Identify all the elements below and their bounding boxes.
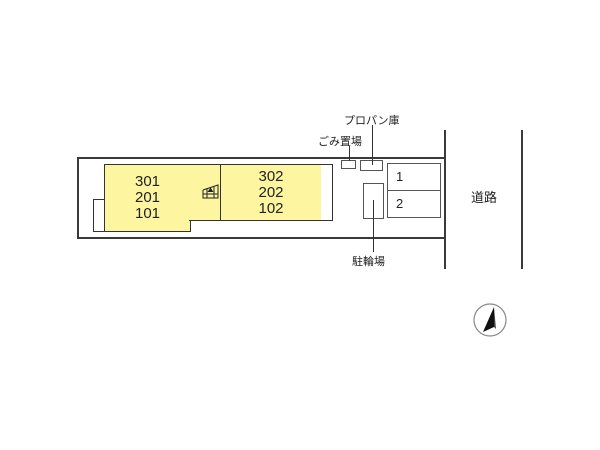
building-right: 302 202 102 [220, 164, 322, 221]
stair-section [189, 164, 222, 221]
garbage-label: ごみ置場 [318, 135, 362, 148]
unit-label: 202 [258, 183, 284, 201]
parking-slot: 2 [396, 196, 404, 212]
unit-label: 102 [258, 199, 284, 217]
propane-label: プロパン庫 [344, 114, 400, 127]
propane-leader-line [372, 125, 373, 165]
right-building-balcony [321, 164, 333, 221]
road-edge-left [444, 130, 446, 269]
garbage-leader-line [349, 146, 350, 161]
road-label: 道路 [471, 191, 498, 206]
unit-label: 101 [134, 205, 161, 222]
stairs-icon [202, 184, 219, 199]
unit-label: 201 [134, 189, 161, 206]
bicycle-leader-line [373, 200, 374, 252]
north-arrow-icon [473, 303, 507, 337]
parking-slot: 1 [388, 164, 440, 191]
building-left: 301 201 101 [104, 164, 191, 232]
bicycle-label: 駐輪場 [352, 255, 385, 268]
garbage-area [341, 160, 356, 169]
parking-area: 1 2 [387, 163, 441, 218]
unit-label: 301 [134, 173, 161, 190]
unit-label: 302 [258, 167, 284, 185]
propane-storage [360, 160, 383, 171]
road-edge-right [521, 130, 523, 269]
